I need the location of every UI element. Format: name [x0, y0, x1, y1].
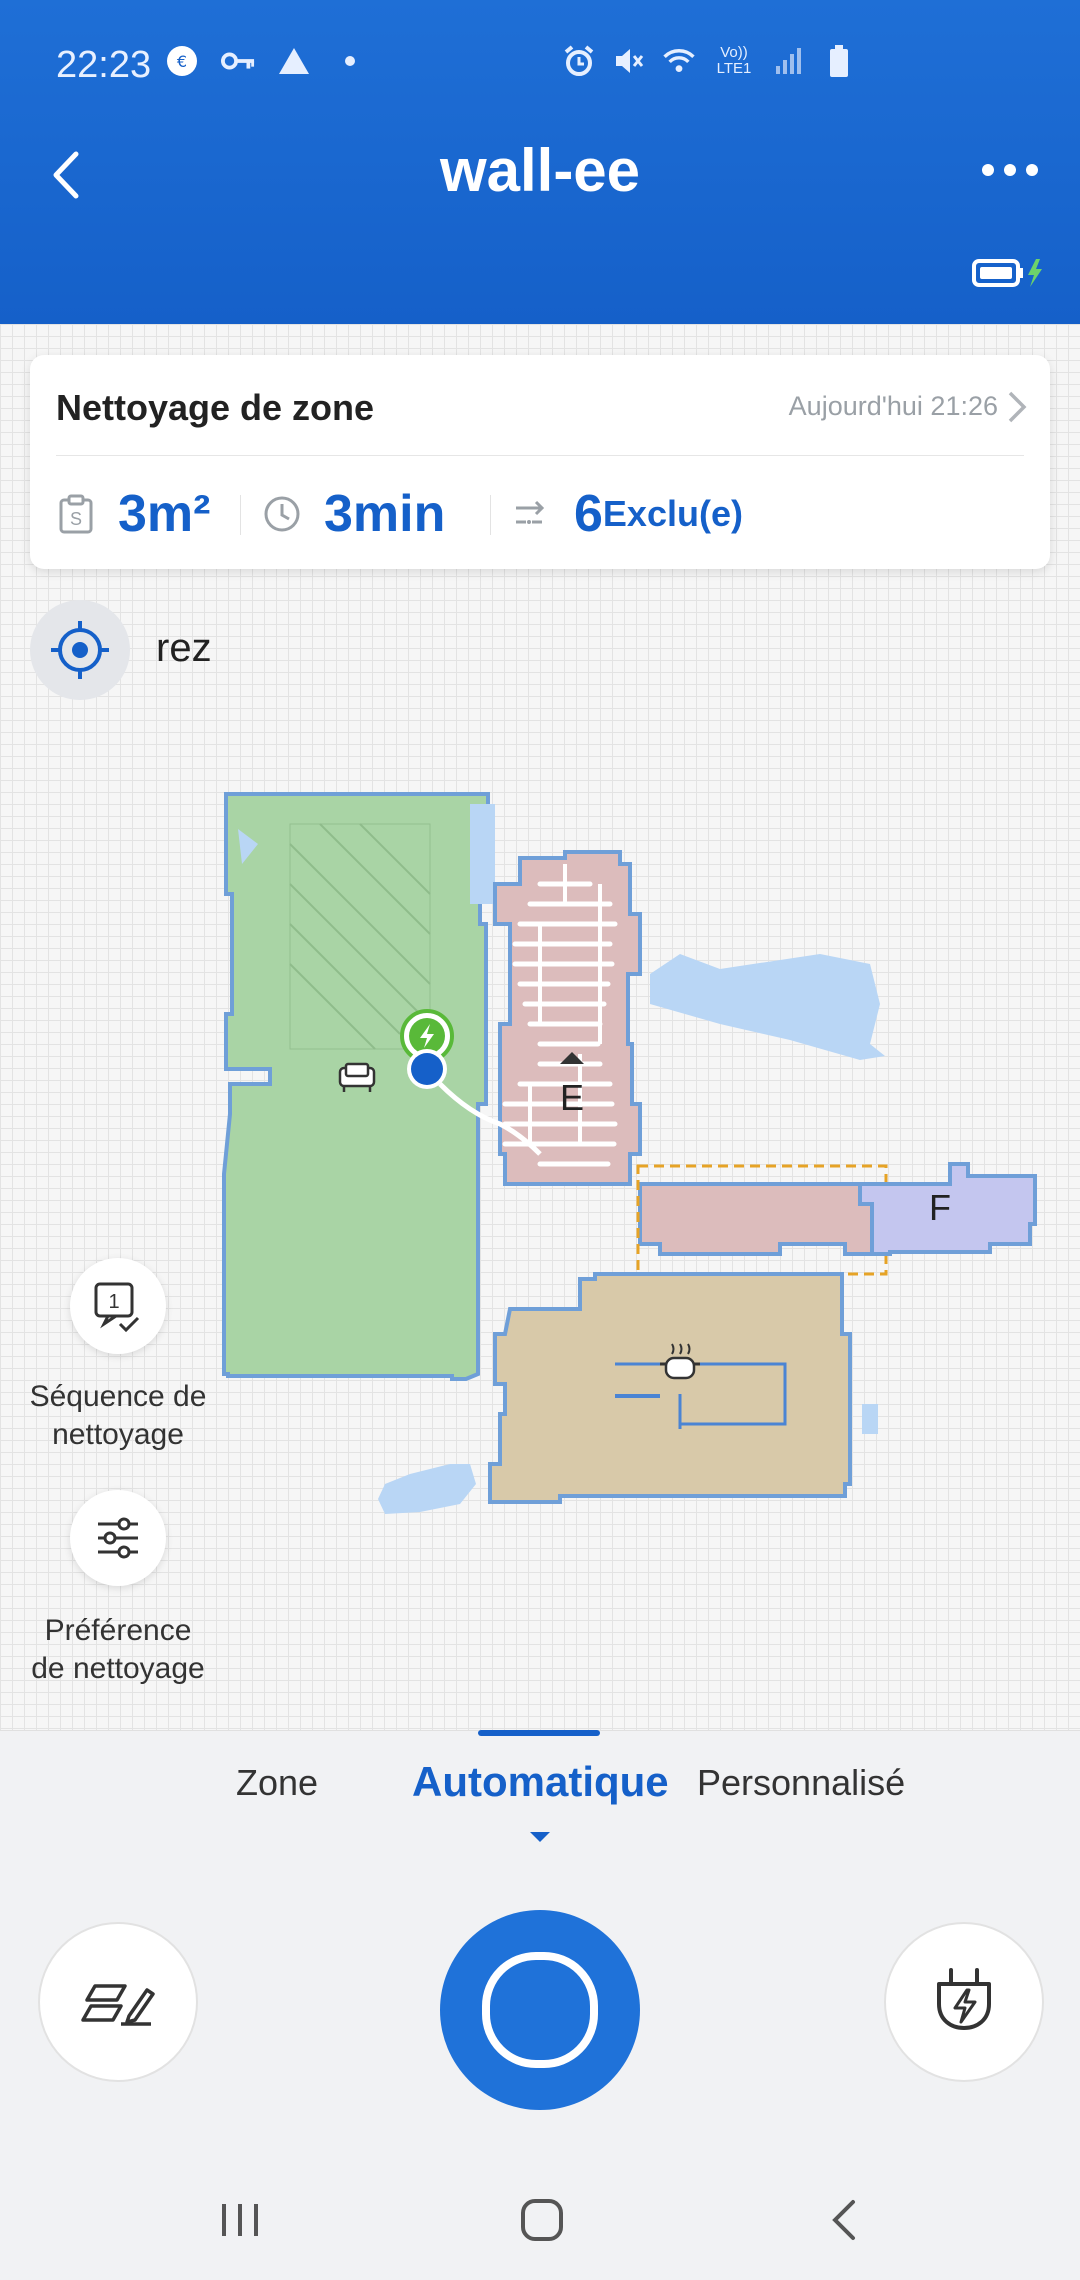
back-chevron-icon [53, 151, 79, 199]
sequence-label-line2: nettoyage [52, 1418, 184, 1451]
area-value: 3m² [118, 485, 211, 543]
room-corridor[interactable] [638, 1182, 882, 1256]
room-label-E: E [560, 1077, 584, 1118]
mute-icon [612, 44, 646, 78]
sofa-icon [338, 1062, 376, 1092]
dot-icon [333, 44, 367, 78]
stat-time: 3min [262, 479, 445, 549]
clock-icon [264, 496, 300, 532]
recharge-button[interactable] [884, 1922, 1044, 2082]
carpet-strip [470, 804, 495, 904]
start-cleaning-button[interactable] [440, 1910, 640, 2110]
time-value: 3min [324, 485, 446, 543]
locate-robot-button[interactable] [30, 600, 130, 700]
robot-track [438, 1082, 542, 1156]
room-F[interactable] [858, 1162, 1037, 1256]
cleaning-sequence-label: Séquence de nettoyage [8, 1378, 228, 1454]
robot-position-icon [407, 1049, 447, 1089]
battery-icon [822, 44, 856, 78]
status-left-icons: € [165, 44, 367, 78]
tab-personnalise[interactable]: Personnalisé [697, 1762, 906, 1803]
stat-excluded: 6 Exclu(e) [512, 479, 743, 549]
excluded-label: Exclu(e) [602, 493, 743, 534]
back-button[interactable] [30, 140, 100, 210]
svg-text:1: 1 [108, 1291, 119, 1313]
start-icon [482, 1952, 598, 2068]
tab-zone[interactable]: Zone [236, 1762, 319, 1803]
sliders-icon [98, 1517, 138, 1559]
volte-lte-icon: Vo)) LTE1 [712, 44, 756, 78]
cleaning-summary-card[interactable]: Nettoyage de zone Aujourd'hui 21:26 S 3m… [30, 355, 1050, 569]
preference-label-line1: Préférence [44, 1614, 192, 1647]
triangle-icon [277, 44, 311, 78]
sequence-label-line1: Séquence de [29, 1380, 207, 1413]
drag-handle[interactable] [478, 1730, 600, 1736]
system-nav-bar [0, 2160, 1080, 2280]
chevron-right-icon [1008, 391, 1027, 423]
cleaning-preference-button[interactable] [70, 1490, 166, 1586]
active-tab-caret-icon [530, 1832, 550, 1842]
svg-text:S: S [70, 509, 82, 529]
card-date: Aujourd'hui 21:26 [788, 391, 998, 421]
edit-map-button[interactable] [38, 1922, 198, 2082]
charging-battery-icon [972, 259, 1042, 287]
stat-area: S 3m² [56, 479, 210, 549]
card-divider [56, 455, 1024, 456]
hatch-lines [289, 823, 431, 1050]
cleaning-preference-label: Préférence de nettoyage [8, 1612, 228, 1688]
system-back-button[interactable] [814, 2190, 874, 2250]
plug-icon [937, 1968, 991, 2030]
cleaning-sequence-button[interactable]: 1 [70, 1258, 166, 1354]
carpet-spot-2 [862, 1404, 878, 1434]
status-time: 22:23 [56, 44, 152, 86]
tab-automatique[interactable]: Automatique [412, 1758, 669, 1805]
room-edit-marker-icon [560, 1052, 584, 1064]
volte-label: Vo)) LTE1 [716, 44, 752, 77]
pot-icon [660, 1343, 700, 1380]
home-icon [521, 2199, 563, 2241]
carpet-area-bottom [378, 1464, 476, 1514]
carpet-spot [238, 829, 258, 864]
recent-apps-icon [222, 2204, 258, 2236]
edit-map-icon [81, 1984, 155, 2026]
excluded-number: 6 [574, 485, 603, 543]
stat-separator [490, 495, 491, 535]
cleaning-path-vertical [528, 864, 602, 1144]
room-label-F: F [929, 1187, 951, 1228]
svg-text:€: € [177, 52, 187, 71]
clipboard-area-icon: S [59, 494, 93, 534]
wifi-icon [662, 44, 696, 78]
status-right-icons: Vo)) LTE1 [562, 44, 856, 78]
route-arrow-icon [516, 500, 545, 524]
crosshair-icon [51, 621, 109, 679]
more-options-button[interactable] [970, 150, 1050, 190]
card-title: Nettoyage de zone [56, 387, 375, 428]
stat-separator [240, 495, 241, 535]
floor-map[interactable]: E F [0, 324, 1080, 1730]
kitchen-furniture [615, 1362, 787, 1429]
device-title: wall-ee [439, 137, 641, 204]
home-button[interactable] [512, 2190, 572, 2250]
chat-bubble-icon: € [165, 44, 199, 78]
floor-name[interactable]: rez [156, 626, 212, 670]
system-back-icon [832, 2200, 855, 2240]
app-header: 22:23 € Vo)) LTE1 [0, 0, 1080, 324]
alarm-icon [562, 44, 596, 78]
carpet-area-right [650, 954, 885, 1060]
sequence-icon: 1 [94, 1282, 140, 1333]
room-kitchen[interactable] [488, 1272, 852, 1504]
recent-apps-button[interactable] [210, 2190, 270, 2250]
more-horizontal-icon [982, 164, 994, 176]
preference-label-line2: de nettoyage [31, 1652, 205, 1685]
key-icon [221, 44, 255, 78]
signal-icon [772, 44, 806, 78]
